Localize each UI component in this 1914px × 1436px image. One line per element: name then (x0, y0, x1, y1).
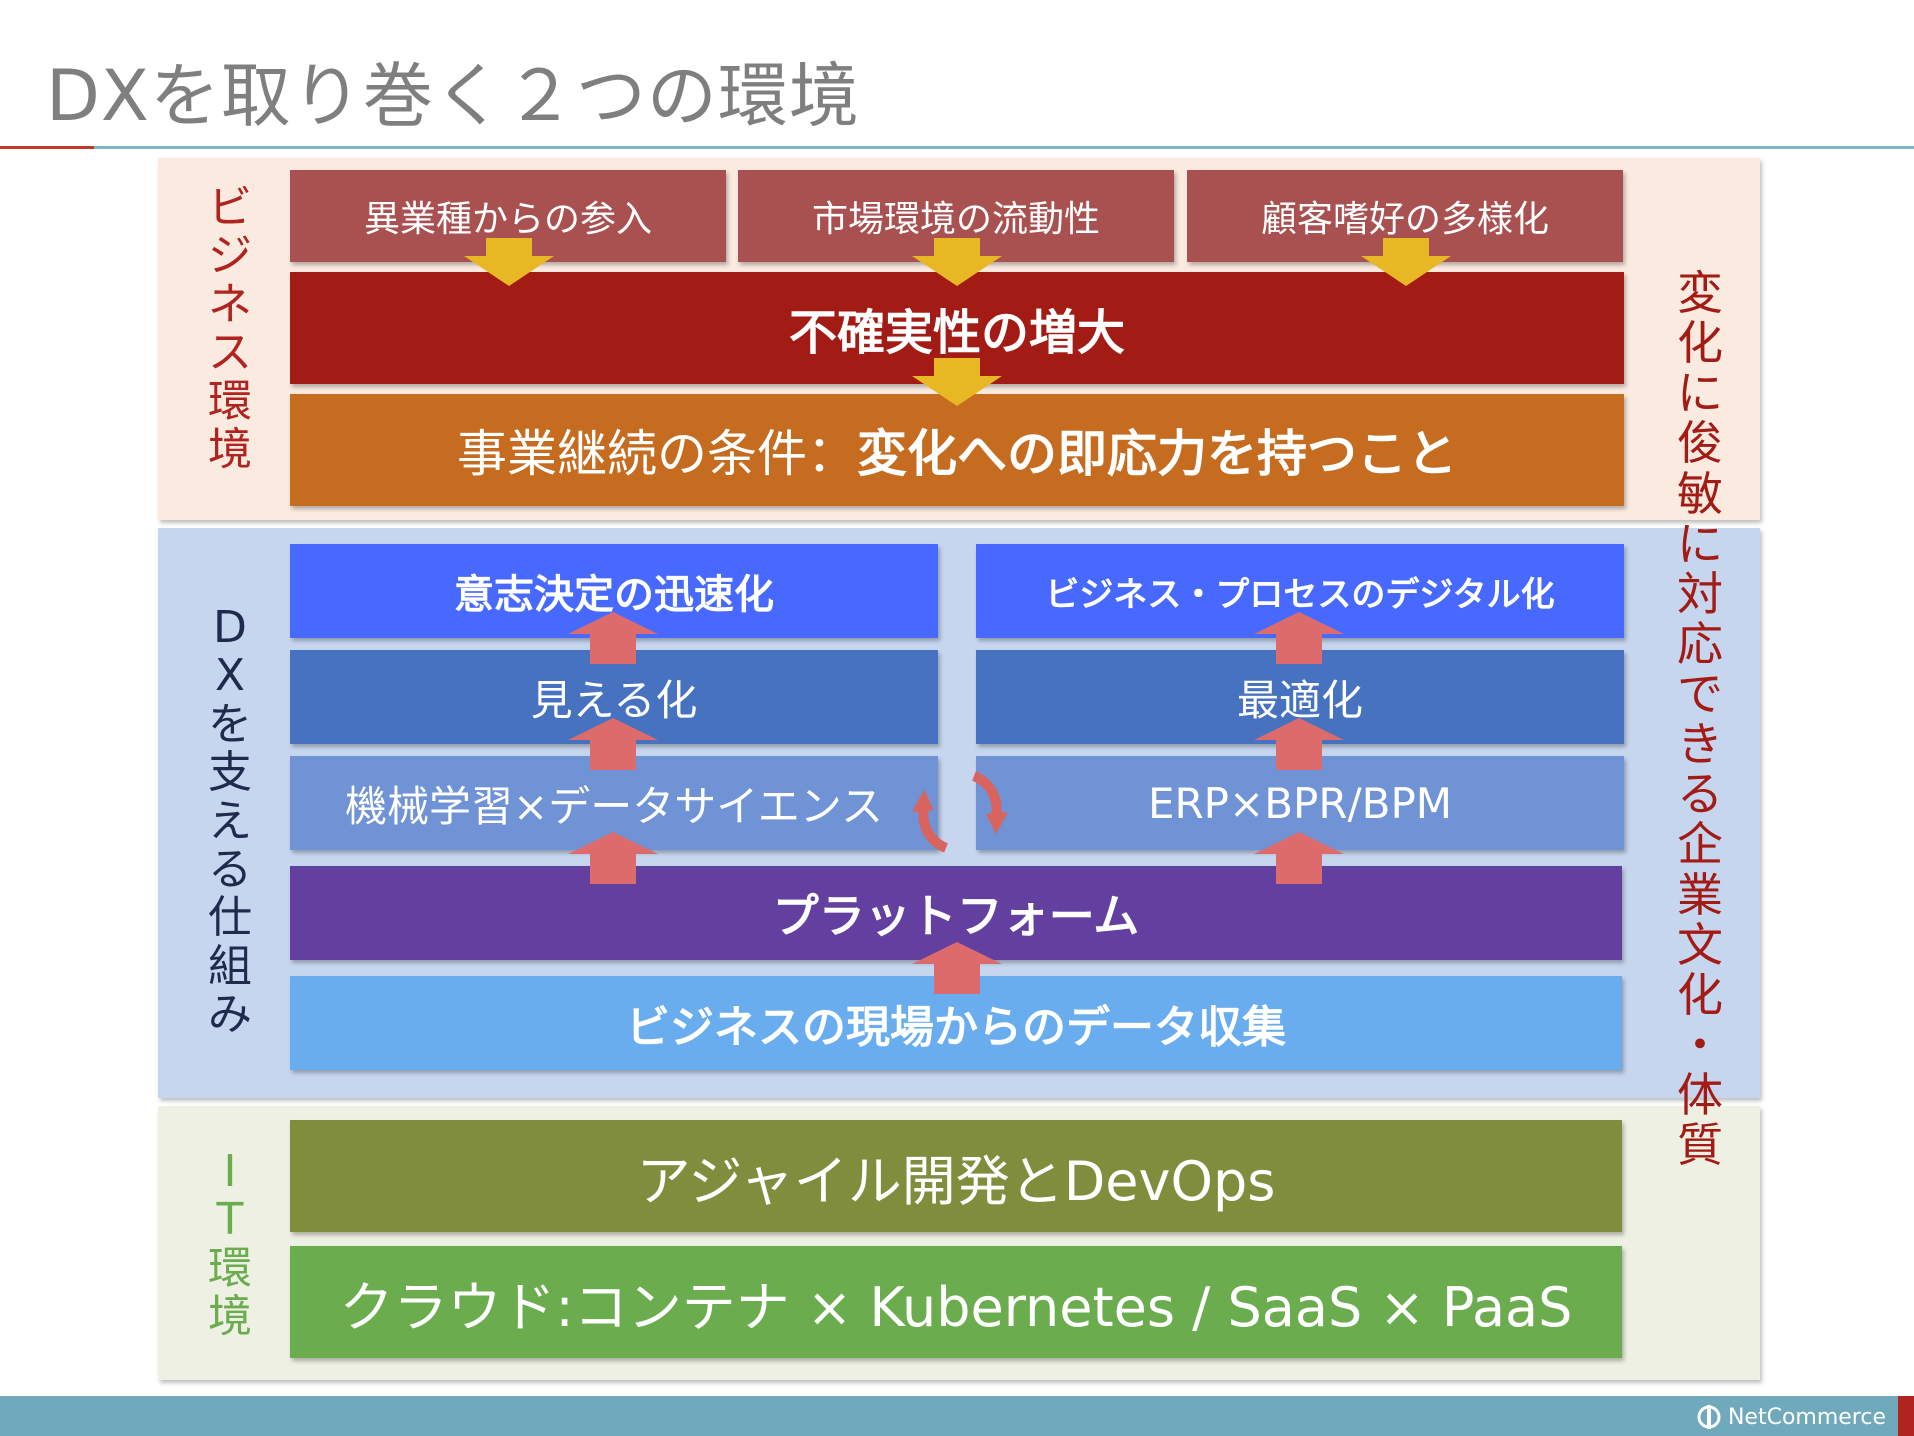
source-new-entrants: 異業種からの参入 (290, 170, 726, 262)
arrow-up-icon (568, 612, 658, 664)
arrow-up-icon (1254, 718, 1344, 770)
ml-datascience-box: 機械学習×データサイエンス (290, 756, 938, 850)
arrow-up-icon (568, 832, 658, 884)
condition-emphasis: 変化への即応力を持つこと (857, 425, 1457, 483)
platform-box: プラットフォーム (290, 866, 1622, 960)
footer-accent (1898, 1396, 1914, 1436)
corporate-culture-label: 変化に 俊敏に 対応で きる企 業文化 ・体質 (1677, 266, 1723, 1173)
title-rule-accent (0, 146, 94, 149)
footer-bar (0, 1396, 1914, 1436)
arrow-down-icon (912, 238, 1002, 286)
arrow-up-icon (1254, 612, 1344, 664)
netcommerce-logo: NetCommerce (1696, 1404, 1886, 1430)
arrow-up-icon (568, 718, 658, 770)
arrow-up-icon (1254, 832, 1344, 884)
business-condition-box: 事業継続の条件：変化への即応力を持つこと (290, 394, 1624, 506)
cycle-arrows-icon (912, 771, 1008, 853)
condition-prefix: 事業継続の条件： (457, 425, 857, 483)
title-rule (94, 146, 1914, 149)
arrow-down-icon (912, 358, 1002, 406)
arrow-up-icon (912, 942, 1002, 994)
business-environment-label: ビジ ネス 環境 (208, 182, 252, 475)
cloud-box: クラウド:コンテナ × Kubernetes / SaaS × PaaS (290, 1246, 1622, 1358)
arrow-down-icon (1361, 238, 1451, 286)
agile-devops-box: アジャイル開発とDevOps (290, 1120, 1622, 1232)
logo-text: NetCommerce (1727, 1404, 1886, 1430)
netcommerce-logo-icon (1697, 1405, 1721, 1429)
arrow-down-icon (464, 238, 554, 286)
page-title: DXを取り巻く２つの環境 (46, 55, 860, 137)
